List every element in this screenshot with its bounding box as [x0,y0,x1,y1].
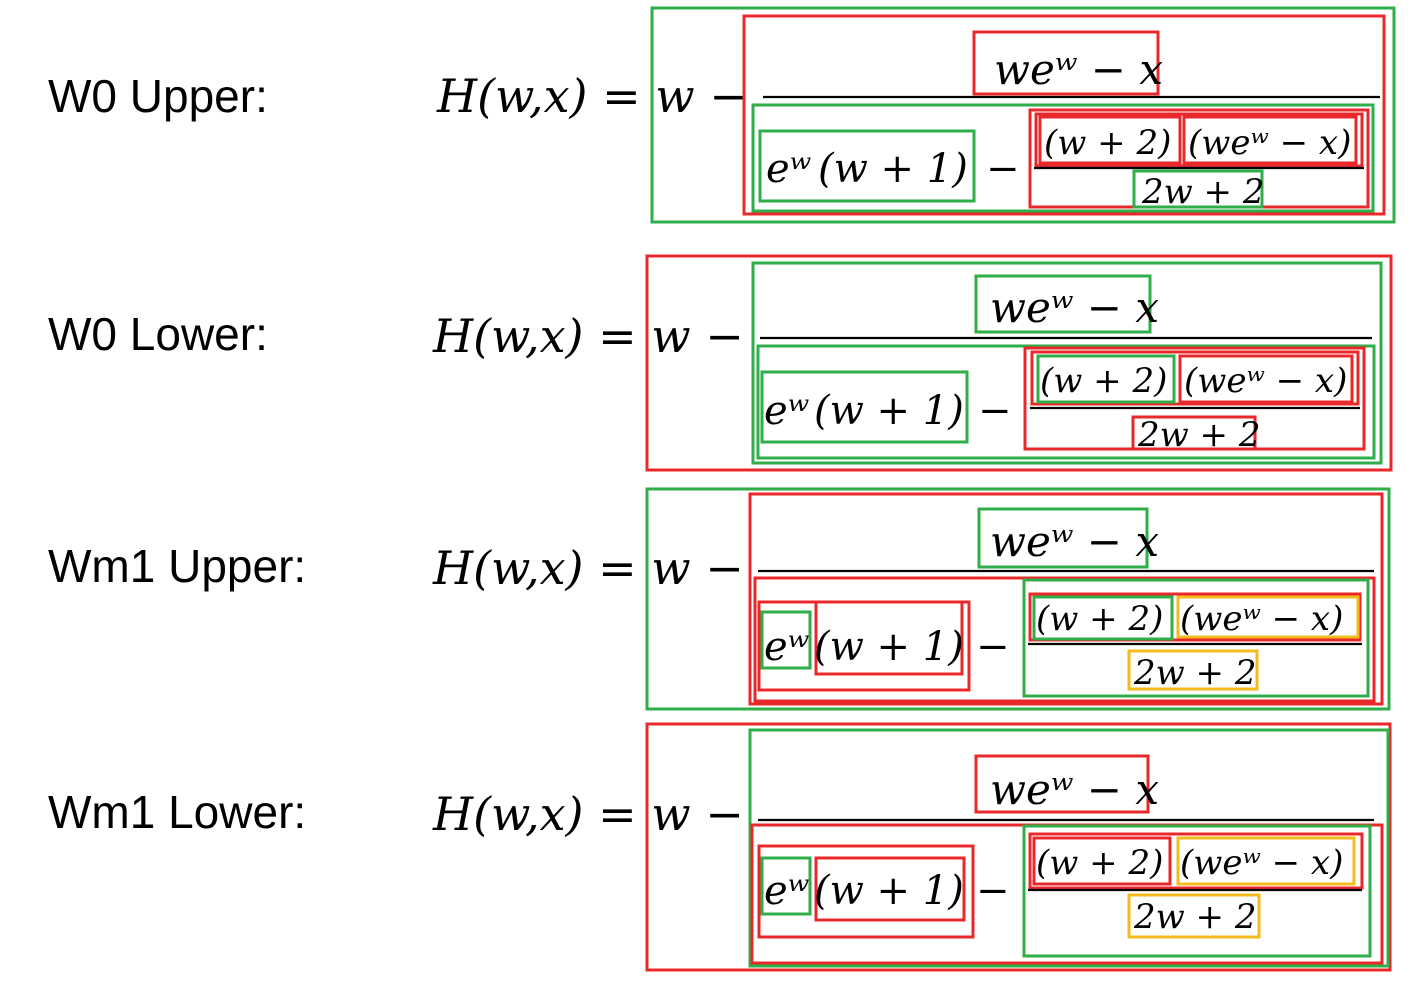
factor-wew-box [1178,354,1354,404]
wew-minus-x-term: (weʷ − x) [1180,843,1343,883]
row-label: Wm1 Upper: [48,540,306,592]
w-plus-1-term: (w + 1) [818,146,968,192]
factor-w1-box [814,856,966,922]
w-plus-2-term: (w + 2) [1044,123,1171,163]
row-label: W0 Lower: [48,308,268,360]
outer-box [650,6,1396,224]
numerator-text: weʷ − x [990,765,1159,814]
denominator-box [751,103,1375,213]
wew-minus-x-term: (weʷ − x) [1184,361,1347,401]
factor-e-box [760,856,812,916]
inner-product-box [1034,112,1364,168]
equation-lhs: H(w,x) = w − [436,69,748,123]
outer-box [645,487,1391,711]
inner-product-box [1028,832,1364,890]
factor-w2-box [1036,354,1176,404]
minus-sign: − [986,146,1020,192]
inner-fraction-box [1022,824,1372,958]
denominator-box [753,576,1376,703]
product-box [757,844,975,939]
row-label: W0 Upper: [48,70,268,122]
w-plus-1-term: (w + 1) [814,624,964,670]
factor-w2-box [1032,836,1172,886]
equation-lhs: H(w,x) = w − [432,541,744,595]
exp-term: eʷ [764,388,810,434]
exp-term: eʷ [766,146,812,192]
numerator-box [974,274,1152,334]
numerator-box [972,30,1160,96]
w-plus-2-term: (w + 2) [1036,599,1163,639]
product-box [758,129,976,203]
inner-fraction-box [1022,578,1370,698]
factor-e-box [760,610,812,670]
wew-minus-x-term: (weʷ − x) [1188,123,1351,163]
factor-wew-box [1176,836,1356,886]
equation-row: Wm1 Upper:H(w,x) = w −weʷ − xeʷ(w + 1)−(… [48,487,1391,711]
minus-sign: − [976,624,1010,670]
inner-product-box [1030,350,1360,406]
fraction-box [742,14,1386,216]
numerator-text: weʷ − x [990,283,1159,332]
fraction-box [748,492,1384,706]
outer-box [645,254,1393,472]
factor-w2-box [1038,115,1182,165]
equation-lhs: H(w,x) = w − [432,787,744,841]
inner-product-box [1028,592,1362,642]
fraction-box [751,261,1383,465]
factor-w1-box [814,600,964,676]
equation-row: W0 Lower:H(w,x) = w −weʷ − xeʷ(w + 1)−(w… [48,254,1393,472]
inner-denominator-box [1127,893,1261,939]
inner-denominator-text: 2w + 2 [1133,897,1256,937]
exp-term: eʷ [764,624,810,670]
numerator-box [977,507,1149,569]
fraction-box [748,728,1390,968]
equation-row: Wm1 Lower:H(w,x) = w −weʷ − xeʷ(w + 1)−(… [48,722,1392,972]
denominator-box [756,344,1376,460]
w-plus-2-term: (w + 2) [1036,843,1163,883]
factor-wew-box [1176,595,1360,639]
w-plus-1-term: (w + 1) [814,388,964,434]
numerator-box [974,754,1150,814]
inner-denominator-box [1132,169,1264,209]
inner-denominator-text: 2w + 2 [1141,172,1264,212]
inner-denominator-box [1127,649,1259,691]
inner-denominator-box [1131,415,1257,451]
exp-term: eʷ [764,868,810,914]
minus-sign: − [978,388,1012,434]
numerator-text: weʷ − x [994,45,1163,94]
factor-w2-box [1032,595,1174,641]
w-plus-1-term: (w + 1) [814,868,964,914]
row-label: Wm1 Lower: [48,786,306,838]
w-plus-2-term: (w + 2) [1040,361,1167,401]
minus-sign: − [976,868,1010,914]
inner-denominator-text: 2w + 2 [1133,653,1256,693]
equation-lhs: H(w,x) = w − [432,309,744,363]
wew-minus-x-term: (weʷ − x) [1180,599,1343,639]
outer-box [645,722,1392,972]
inner-denominator-text: 2w + 2 [1137,415,1260,455]
numerator-text: weʷ − x [990,517,1159,566]
equation-row: W0 Upper:H(w,x) = w −weʷ − xeʷ(w + 1)−(w… [48,6,1396,224]
product-box [760,370,969,444]
factor-wew-box [1182,115,1358,165]
